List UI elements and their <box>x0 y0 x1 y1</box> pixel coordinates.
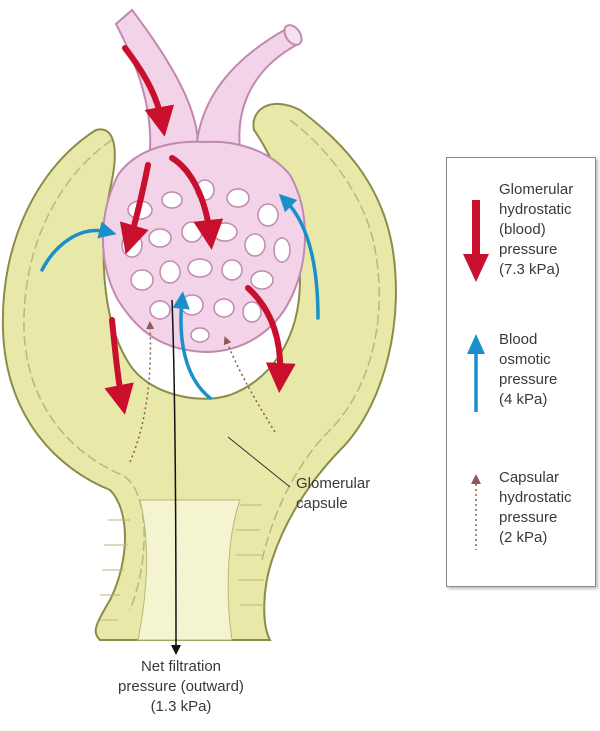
capsule-label: Glomerular capsule <box>296 474 370 514</box>
net-filtration-line-3: (1.3 kPa) <box>96 697 266 717</box>
dotted-up-arrow-icon <box>461 472 491 562</box>
legend-item-glomerular-hydrostatic: Glomerular hydrostatic (blood) pressure … <box>499 180 573 280</box>
blue-up-arrow-icon <box>461 332 491 422</box>
net-filtration-label: Net filtration pressure (outward) (1.3 k… <box>96 657 266 717</box>
legend-item-2-line-2: osmotic <box>499 350 557 370</box>
legend-item-1-line-1: Glomerular <box>499 180 573 200</box>
legend-item-1-line-4: pressure <box>499 240 573 260</box>
afferent-arteriole <box>116 10 198 150</box>
tubule-lumen <box>138 500 240 640</box>
net-filtration-line-1: Net filtration <box>96 657 266 677</box>
capsule-label-line-1: Glomerular <box>296 474 370 494</box>
red-down-arrow-icon <box>461 196 491 286</box>
legend-item-2-line-3: pressure <box>499 370 557 390</box>
legend: Glomerular hydrostatic (blood) pressure … <box>446 157 596 587</box>
legend-item-3-line-3: pressure <box>499 508 572 528</box>
legend-item-3-line-4: (2 kPa) <box>499 528 572 548</box>
legend-item-1-line-3: (blood) <box>499 220 573 240</box>
legend-item-1-line-2: hydrostatic <box>499 200 573 220</box>
legend-item-1-line-5: (7.3 kPa) <box>499 260 573 280</box>
net-filtration-line-2: pressure (outward) <box>96 677 266 697</box>
capsule-label-line-2: capsule <box>296 494 370 514</box>
legend-item-blood-osmotic: Blood osmotic pressure (4 kPa) <box>499 330 557 410</box>
legend-item-3-line-1: Capsular <box>499 468 572 488</box>
legend-item-capsular-hydrostatic: Capsular hydrostatic pressure (2 kPa) <box>499 468 572 548</box>
legend-item-3-line-2: hydrostatic <box>499 488 572 508</box>
legend-item-2-line-4: (4 kPa) <box>499 390 557 410</box>
legend-item-2-line-1: Blood <box>499 330 557 350</box>
